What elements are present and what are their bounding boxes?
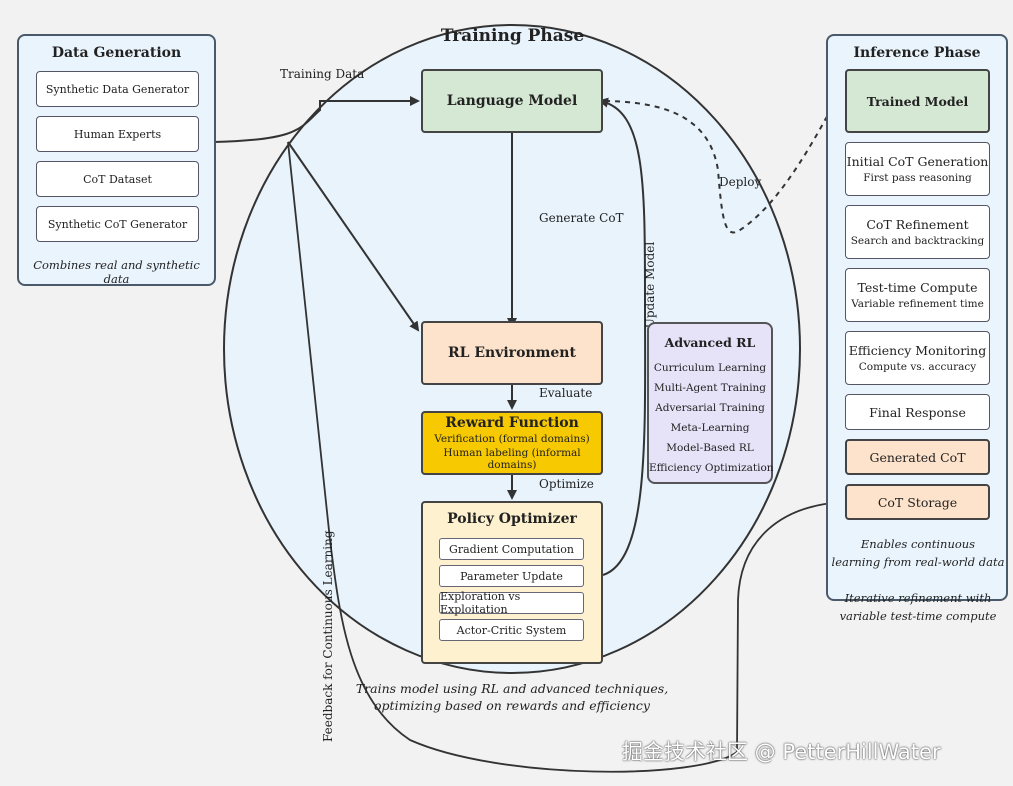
policy-item-label: Parameter Update: [460, 569, 563, 583]
edge-data-to-rl: [287, 141, 420, 332]
trained-model-label: Trained Model: [866, 93, 969, 109]
inference-step-title: Efficiency Monitoring: [848, 343, 987, 358]
policy-item-label: Actor-Critic System: [456, 623, 567, 637]
synthetic-cot-generator-box: Synthetic CoT Generator: [36, 206, 199, 242]
reward-function-title: Reward Function: [445, 415, 579, 431]
language-model-node[interactable]: Language Model: [421, 69, 603, 133]
advanced-rl-item: Efficiency Optimization: [649, 462, 774, 474]
inference-phase-title: Inference Phase: [853, 45, 981, 61]
final-response-box: Final Response: [845, 394, 990, 430]
data-generation-panel: Data Generation Synthetic Data Generator…: [17, 34, 216, 286]
language-model-label: Language Model: [446, 93, 578, 109]
edge-update-model: [598, 97, 647, 576]
exploration-exploitation-box: Exploration vs Exploitation: [439, 590, 584, 616]
advanced-rl-item: Curriculum Learning: [653, 362, 767, 374]
inference-step-sub: Variable refinement time: [851, 298, 984, 310]
cot-dataset-box: CoT Dataset: [36, 161, 199, 197]
inference-step-sub: Search and backtracking: [850, 235, 985, 247]
reward-function-line1: Verification (formal domains): [434, 433, 590, 445]
rl-environment-node[interactable]: RL Environment: [421, 321, 603, 385]
edge-feedback: [287, 141, 846, 773]
gradient-computation-box: Gradient Computation: [439, 538, 584, 560]
advanced-rl-item: Model-Based RL: [666, 442, 754, 454]
data-item-label: CoT Dataset: [83, 172, 152, 186]
label-feedback: Feedback for Continuous Learning: [321, 530, 335, 742]
generated-cot-label: Generated CoT: [869, 449, 966, 465]
advanced-rl-title: Advanced RL: [664, 335, 756, 350]
training-caption: Trains model using RL and advanced techn…: [352, 680, 672, 714]
human-experts-box: Human Experts: [36, 116, 199, 152]
advanced-rl-item: Meta-Learning: [670, 422, 750, 434]
inference-step-sub: First pass reasoning: [863, 172, 972, 184]
inference-caption2-line1: Iterative refinement with: [844, 591, 992, 605]
inference-caption1-line1: Enables continuous: [860, 537, 976, 551]
data-item-label: Synthetic Data Generator: [45, 82, 190, 96]
reward-function-node[interactable]: Reward Function Verification (formal dom…: [421, 411, 603, 475]
label-optimize: Optimize: [539, 477, 594, 491]
label-training-data: Training Data: [280, 67, 365, 81]
inference-caption-iterative: Iterative refinement with variable test-…: [828, 589, 1008, 625]
cot-storage-box: CoT Storage: [845, 484, 990, 520]
trained-model-node[interactable]: Trained Model: [845, 69, 990, 133]
synthetic-data-generator-box: Synthetic Data Generator: [36, 71, 199, 107]
actor-critic-box: Actor-Critic System: [439, 619, 584, 641]
rl-environment-label: RL Environment: [448, 345, 576, 361]
efficiency-monitoring-box: Efficiency Monitoring Compute vs. accura…: [845, 331, 990, 385]
advanced-rl-item: Adversarial Training: [655, 402, 765, 414]
policy-item-label: Exploration vs Exploitation: [440, 590, 521, 616]
inference-step-sub: Compute vs. accuracy: [858, 361, 977, 373]
inference-step-title: Initial CoT Generation: [846, 154, 989, 169]
policy-item-label: Gradient Computation: [449, 542, 574, 556]
policy-optimizer-title: Policy Optimizer: [447, 511, 577, 527]
advanced-rl-item: Multi-Agent Training: [653, 382, 767, 394]
initial-cot-generation-box: Initial CoT Generation First pass reason…: [845, 142, 990, 196]
watermark: 掘金技术社区 @ PetterHillWater: [622, 740, 941, 764]
inference-caption1-line2: learning from real-world data: [831, 555, 1005, 569]
reward-function-line2: Human labeling (informal domains): [443, 447, 581, 471]
inference-caption-continuous: Enables continuous learning from real-wo…: [828, 535, 1008, 571]
data-item-label: Synthetic CoT Generator: [47, 217, 188, 231]
inference-step-title: Test-time Compute: [857, 280, 978, 295]
final-response-label: Final Response: [869, 404, 966, 420]
label-generate-cot: Generate CoT: [539, 211, 624, 225]
edge-deploy: [594, 86, 843, 234]
cot-refinement-box: CoT Refinement Search and backtracking: [845, 205, 990, 259]
edge-training-data: [213, 96, 420, 143]
test-time-compute-box: Test-time Compute Variable refinement ti…: [845, 268, 990, 322]
training-caption-line1: Trains model using RL and advanced techn…: [355, 681, 669, 696]
data-generation-title: Data Generation: [51, 45, 182, 61]
inference-caption2-line2: variable test-time compute: [839, 609, 997, 623]
inference-step-title: CoT Refinement: [866, 217, 969, 232]
label-deploy: Deploy: [719, 175, 762, 189]
label-evaluate: Evaluate: [539, 386, 593, 400]
parameter-update-box: Parameter Update: [439, 565, 584, 587]
training-phase-title: Training Phase: [440, 26, 585, 46]
cot-storage-label: CoT Storage: [877, 494, 958, 510]
generated-cot-box: Generated CoT: [845, 439, 990, 475]
data-item-label: Human Experts: [73, 127, 162, 141]
training-caption-line2: optimizing based on rewards and efficien…: [374, 698, 650, 713]
data-generation-caption: Combines real and synthetic data: [33, 258, 200, 286]
advanced-rl-panel: Advanced RL Curriculum Learning Multi-Ag…: [647, 322, 774, 484]
